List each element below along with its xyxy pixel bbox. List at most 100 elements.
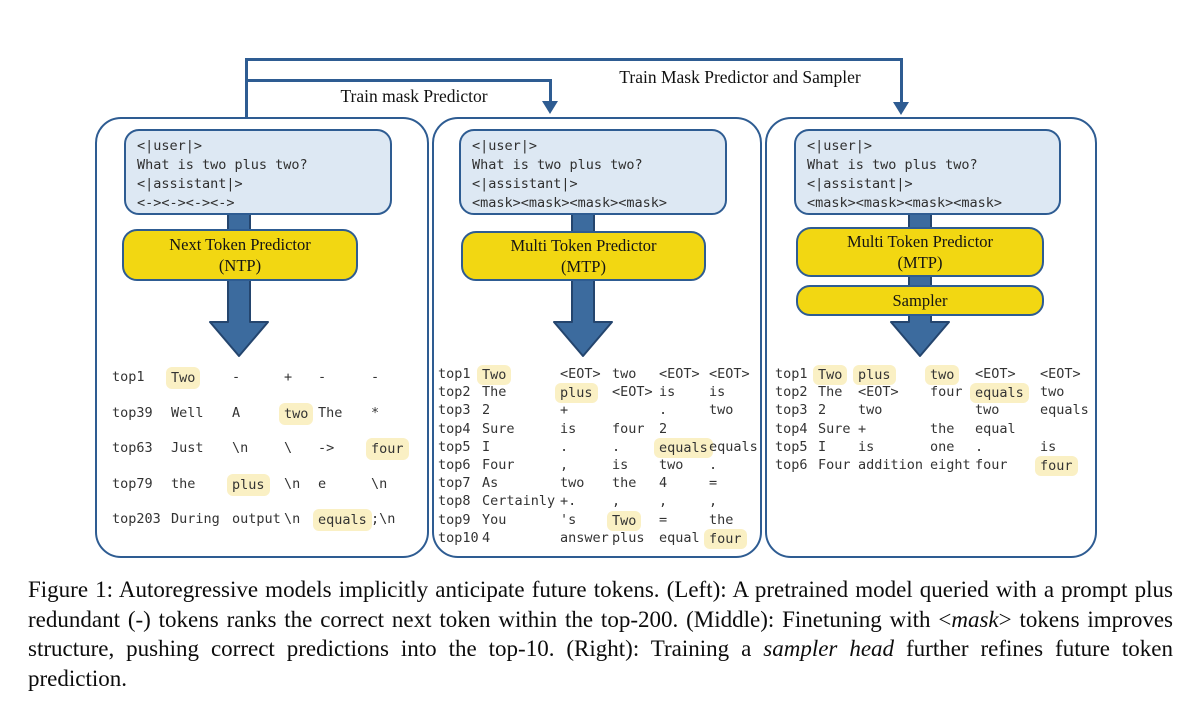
- token: 4: [659, 475, 668, 492]
- token-cell: -: [318, 367, 371, 387]
- token: Well: [171, 404, 204, 421]
- token-cell: <EOT>: [709, 365, 750, 383]
- token-cell: four: [930, 383, 975, 401]
- token: equal: [659, 529, 700, 546]
- token: the: [612, 475, 637, 492]
- token-cell: two: [659, 456, 709, 474]
- token: Just: [171, 440, 204, 457]
- sampler-box: Sampler: [796, 285, 1044, 316]
- token: =: [709, 475, 718, 492]
- token-cell: ,: [659, 492, 709, 510]
- token: is: [709, 384, 726, 401]
- rank-label: top6: [438, 456, 471, 473]
- token-cell: ,: [709, 492, 717, 510]
- predictor-label-line1: Multi Token Predictor: [846, 231, 994, 251]
- token: +: [284, 369, 293, 385]
- token: four: [930, 384, 963, 401]
- connector-vertical-left: [245, 58, 248, 118]
- token-cell: equals: [709, 438, 758, 456]
- predictor-label-line1: Multi Token Predictor: [510, 235, 657, 255]
- token: A: [232, 404, 241, 421]
- rank-label: top6: [775, 456, 808, 473]
- token-cell: \n: [284, 474, 318, 494]
- token: *: [371, 404, 380, 421]
- prompt-line: <mask><mask><mask><mask>: [807, 195, 1003, 211]
- token-cell: two: [1040, 383, 1064, 401]
- token: output: [232, 511, 281, 528]
- token: The: [818, 384, 843, 401]
- token-cell: is: [612, 456, 659, 474]
- token: ->: [318, 440, 335, 457]
- token-cell: 4: [659, 474, 709, 492]
- token-cell: 's: [560, 511, 612, 529]
- token-cell: equals: [970, 383, 1040, 404]
- token: is: [1040, 438, 1057, 455]
- token-cell: output: [232, 509, 284, 529]
- token-cell: four: [612, 420, 659, 438]
- token: =: [659, 511, 668, 528]
- token: \n: [284, 511, 301, 528]
- token: Sure: [482, 420, 515, 437]
- token: -: [232, 369, 241, 385]
- down-arrow-icon: [553, 212, 613, 357]
- token: <EOT>: [709, 366, 750, 382]
- token-cell: Sure: [818, 420, 858, 438]
- token-cell: +: [284, 367, 318, 387]
- token-cell: four: [975, 456, 1040, 474]
- token-cell: 2: [482, 401, 560, 419]
- highlighted-token: plus: [227, 473, 270, 496]
- token: answer: [560, 529, 609, 546]
- token-cell: two: [709, 401, 733, 419]
- token: 's: [560, 511, 577, 528]
- prompt-box-left: <|user|>What is two plus two?<|assistant…: [124, 129, 392, 215]
- token: <EOT>: [612, 384, 653, 401]
- panel-left: <|user|>What is two plus two?<|assistant…: [95, 117, 429, 558]
- highlighted-token: two: [925, 365, 960, 386]
- token-cell: .: [975, 438, 1040, 456]
- token: Four: [818, 456, 851, 473]
- token-cell: equal: [975, 420, 1040, 438]
- prompt-line: What is two plus two?: [807, 157, 978, 173]
- token: equals: [709, 438, 758, 455]
- token: .: [612, 438, 621, 455]
- rank-label: top8: [438, 493, 471, 510]
- token: \n: [371, 475, 388, 492]
- token-cell: .: [560, 438, 612, 456]
- token-cell: four: [704, 528, 747, 549]
- token: I: [482, 438, 491, 455]
- rank-label: top9: [438, 511, 471, 528]
- prompt-line: <|assistant|>: [472, 176, 578, 192]
- token-cell: As: [482, 474, 560, 492]
- token-cell: .: [612, 438, 659, 456]
- highlighted-token: four: [1035, 455, 1078, 477]
- highlighted-token: two: [279, 402, 314, 425]
- token: is: [612, 456, 629, 473]
- token-cell: equals: [654, 437, 713, 458]
- token-cell: <EOT>: [560, 365, 612, 383]
- figure-caption: Figure 1: Autoregressive models implicit…: [28, 575, 1173, 693]
- token: four: [612, 420, 645, 437]
- token: two: [709, 402, 734, 419]
- highlighted-token: Two: [166, 367, 201, 389]
- highlighted-token: plus: [555, 383, 598, 404]
- token-cell: ,: [560, 456, 612, 474]
- caption-segment: Figure 1: Autoregressive models implicit…: [28, 577, 1173, 632]
- token: \n: [232, 440, 249, 457]
- rank-label: top4: [775, 420, 808, 437]
- token: two: [975, 402, 1000, 419]
- token-cell: eight: [930, 456, 975, 474]
- prompt-line: <-><-><-><->: [137, 195, 235, 211]
- prompt-line: <|user|>: [472, 138, 538, 154]
- token-cell: Two: [477, 365, 560, 386]
- token-cell: four: [366, 438, 409, 461]
- rank-label: top203: [112, 511, 161, 528]
- token-cell: <EOT>: [659, 365, 709, 383]
